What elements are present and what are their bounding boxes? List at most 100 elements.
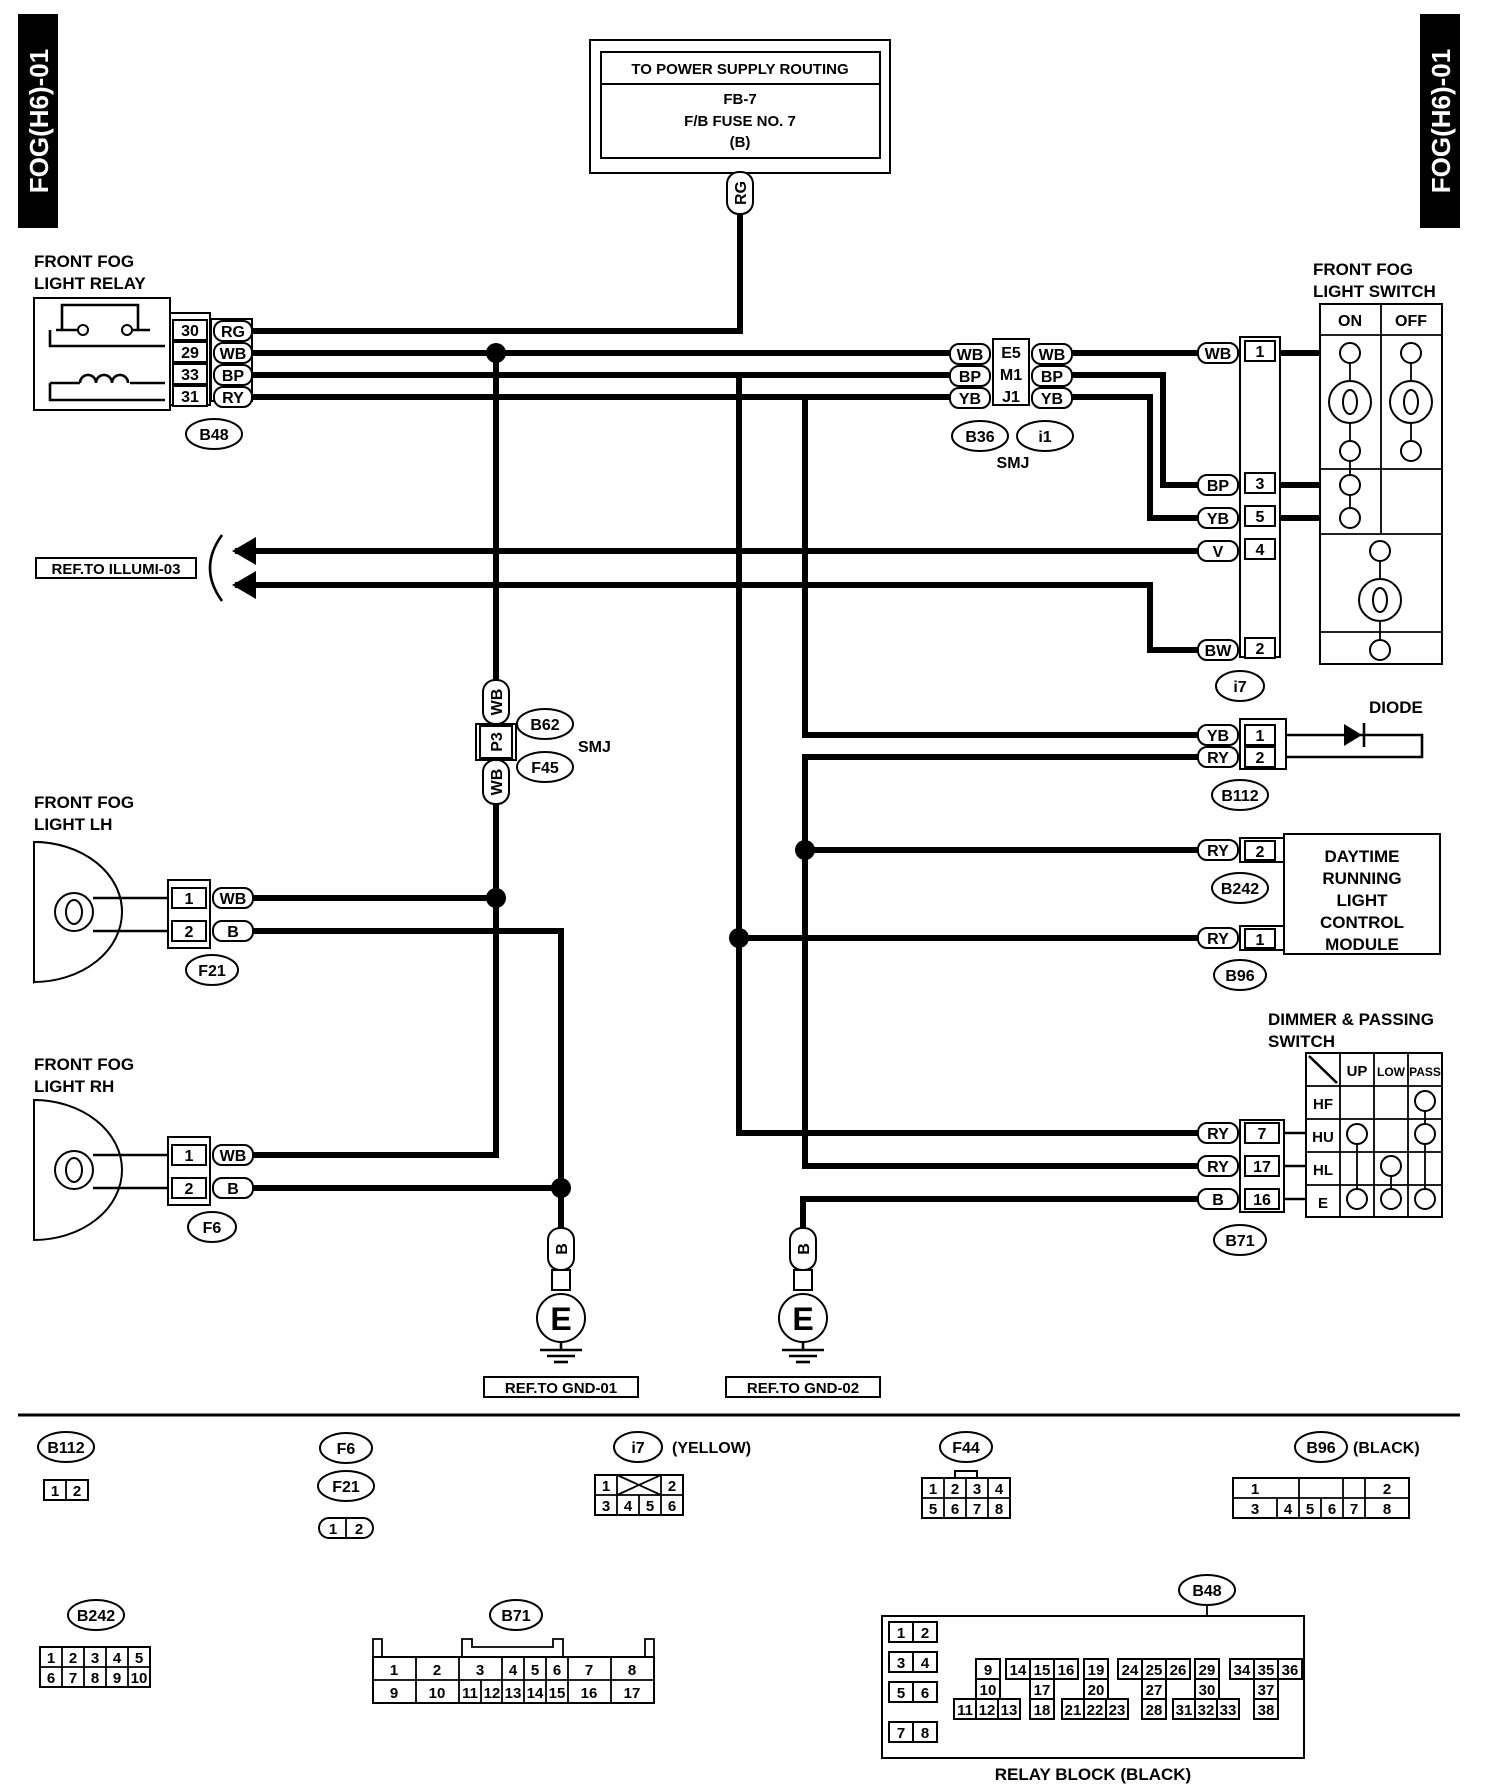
svg-text:B48: B48 [1192, 1583, 1221, 1600]
svg-text:15: 15 [549, 1685, 566, 1702]
svg-text:F44: F44 [952, 1440, 980, 1457]
ground-2: B E REF.TO GND-02 [725, 1227, 881, 1398]
svg-text:J1: J1 [1002, 389, 1020, 406]
svg-text:2: 2 [1256, 641, 1265, 658]
svg-text:E: E [792, 1301, 813, 1337]
svg-text:B71: B71 [1225, 1233, 1254, 1250]
svg-text:11: 11 [462, 1685, 478, 1702]
svg-text:11: 11 [957, 1702, 973, 1719]
svg-text:31: 31 [181, 389, 199, 406]
svg-text:F45: F45 [531, 760, 559, 777]
svg-text:FRONT FOG: FRONT FOG [34, 793, 134, 812]
svg-text:RG: RG [733, 181, 750, 205]
svg-text:1: 1 [1256, 728, 1265, 745]
svg-text:1: 1 [47, 1650, 55, 1667]
svg-text:FRONT FOG: FRONT FOG [34, 252, 134, 271]
smj-top-connector: E5 M1 J1 WB BP YB WB BP YB B36 i1 SMJ [949, 338, 1074, 472]
svg-text:BP: BP [222, 368, 245, 385]
svg-text:B: B [1212, 1192, 1224, 1209]
svg-text:25: 25 [1146, 1662, 1163, 1679]
svg-text:16: 16 [581, 1685, 598, 1702]
svg-text:WB: WB [489, 689, 506, 716]
svg-text:10: 10 [980, 1682, 997, 1699]
svg-text:UP: UP [1347, 1063, 1368, 1080]
svg-text:36: 36 [1282, 1662, 1299, 1679]
svg-text:6: 6 [553, 1662, 561, 1679]
svg-text:LIGHT LH: LIGHT LH [34, 815, 112, 834]
svg-text:E: E [550, 1301, 571, 1337]
svg-text:13: 13 [1001, 1702, 1018, 1719]
svg-text:3: 3 [602, 1498, 610, 1515]
svg-text:BP: BP [959, 369, 982, 386]
legend-b112: B112 1 2 [37, 1431, 95, 1501]
svg-text:3: 3 [1251, 1501, 1259, 1518]
svg-text:24: 24 [1122, 1662, 1139, 1679]
svg-text:OFF: OFF [1395, 313, 1427, 330]
svg-text:5: 5 [646, 1498, 654, 1515]
svg-text:WB: WB [220, 1148, 247, 1165]
svg-text:20: 20 [1088, 1682, 1105, 1699]
legend-i7: i7 (YELLOW) 1 2 3 4 5 6 [594, 1431, 751, 1516]
svg-text:2: 2 [73, 1483, 81, 1500]
svg-text:9: 9 [984, 1662, 992, 1679]
svg-text:RY: RY [1207, 750, 1229, 767]
svg-text:12: 12 [484, 1685, 501, 1702]
svg-text:V: V [1213, 544, 1224, 561]
svg-text:B: B [227, 1181, 239, 1198]
svg-text:YB: YB [1041, 391, 1063, 408]
svg-text:10: 10 [131, 1670, 148, 1687]
svg-text:4: 4 [113, 1650, 122, 1667]
svg-text:B112: B112 [47, 1440, 84, 1457]
svg-text:WB: WB [957, 347, 984, 364]
svg-text:34: 34 [1234, 1662, 1251, 1679]
svg-text:1: 1 [185, 1148, 194, 1165]
svg-text:i1: i1 [1038, 429, 1051, 446]
svg-text:WB: WB [220, 891, 247, 908]
svg-text:DIODE: DIODE [1369, 698, 1423, 717]
svg-text:5: 5 [531, 1662, 539, 1679]
svg-text:18: 18 [1034, 1702, 1051, 1719]
svg-text:7: 7 [585, 1662, 593, 1679]
junction-dots [486, 343, 815, 1198]
svg-text:14: 14 [527, 1685, 544, 1702]
front-fog-light-lh: FRONT FOG LIGHT LH 1 2 WB B F21 [33, 793, 254, 986]
svg-text:17: 17 [1253, 1159, 1271, 1176]
svg-text:REF.TO ILLUMI-03: REF.TO ILLUMI-03 [52, 561, 181, 578]
svg-text:2: 2 [1256, 844, 1265, 861]
svg-text:2: 2 [69, 1650, 77, 1667]
svg-text:3: 3 [973, 1481, 981, 1498]
svg-text:(YELLOW): (YELLOW) [672, 1440, 751, 1457]
svg-text:SMJ: SMJ [997, 455, 1030, 472]
svg-text:B96: B96 [1225, 968, 1254, 985]
svg-text:B: B [796, 1243, 813, 1255]
svg-text:17: 17 [1034, 1682, 1051, 1699]
svg-text:i7: i7 [631, 1440, 644, 1457]
svg-text:6: 6 [668, 1498, 676, 1515]
svg-text:4: 4 [1284, 1501, 1293, 1518]
svg-text:2: 2 [185, 1181, 194, 1198]
front-fog-light-switch: FRONT FOG LIGHT SWITCH 1 3 5 4 2 WB BP Y… [1197, 260, 1443, 702]
svg-text:29: 29 [181, 345, 199, 362]
svg-text:BW: BW [1205, 643, 1233, 660]
svg-text:23: 23 [1109, 1702, 1126, 1719]
svg-text:REF.TO GND-02: REF.TO GND-02 [747, 1380, 859, 1397]
svg-text:12: 12 [979, 1702, 996, 1719]
wire-tag-rg: RG [726, 171, 754, 215]
svg-text:7: 7 [69, 1670, 77, 1687]
svg-text:FOG(H6)-01: FOG(H6)-01 [24, 49, 54, 193]
legend-relay-block: B48 1 2 3 4 5 6 7 8 9 10 11 12 13 14 15 … [881, 1574, 1305, 1784]
legend-b242: B242 1 2 3 4 5 6 7 8 9 10 [39, 1599, 151, 1688]
svg-text:DIMMER & PASSING: DIMMER & PASSING [1268, 1010, 1434, 1029]
svg-text:6: 6 [47, 1670, 55, 1687]
svg-text:3: 3 [476, 1662, 484, 1679]
ref-illumi-03: REF.TO ILLUMI-03 [35, 534, 256, 602]
svg-text:16: 16 [1253, 1192, 1271, 1209]
svg-text:LIGHT: LIGHT [1337, 891, 1389, 910]
svg-text:13: 13 [505, 1685, 522, 1702]
wires [235, 202, 1353, 1228]
svg-text:B96: B96 [1306, 1440, 1335, 1457]
svg-text:HL: HL [1313, 1162, 1333, 1179]
svg-text:2: 2 [1256, 750, 1265, 767]
svg-text:1: 1 [329, 1521, 337, 1538]
svg-text:31: 31 [1176, 1702, 1193, 1719]
